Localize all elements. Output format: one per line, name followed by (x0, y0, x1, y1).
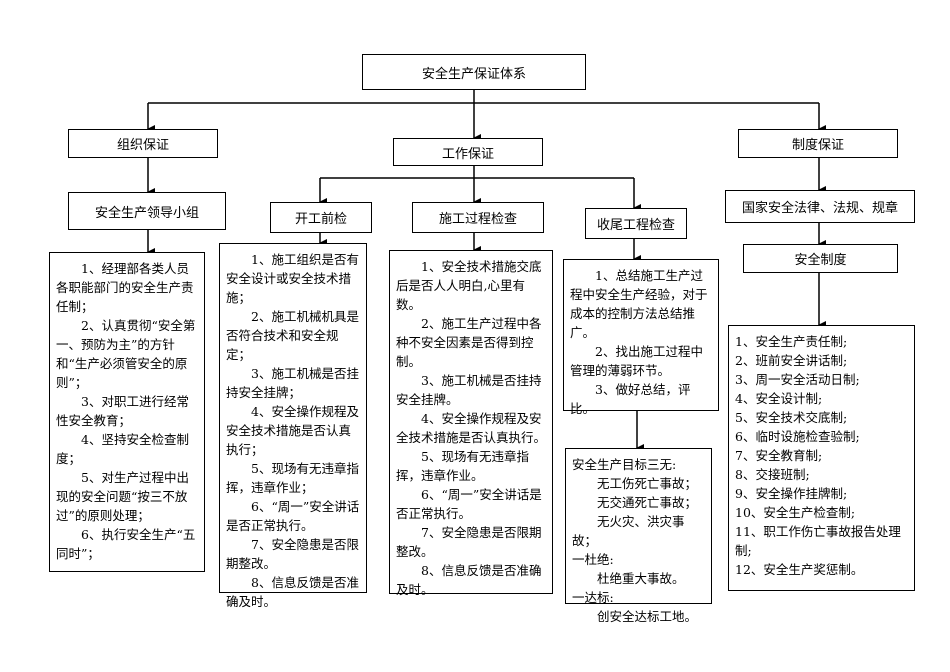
system-items-box: 1、安全生产责任制; 2、班前安全讲话制; 3、周一安全活动日制; 4、安全设计… (728, 325, 915, 591)
org-duty-item: 1、经理部各类人员各职能部门的安全生产责任制； (56, 261, 194, 314)
pre-check-item: 5、现场有无违章指挥，违章作业； (226, 461, 359, 495)
final-check-item: 3、做好总结，评比。 (570, 382, 691, 416)
org-duty-item: 5、对生产过程中出现的安全问题“按三不放过”的原则处理； (56, 470, 189, 523)
pre-check-item: 6、“周一”安全讲话是否正常执行。 (226, 499, 360, 533)
process-check-node: 施工过程检查 (412, 202, 544, 233)
system-item: 6、临时设施检查验制; (735, 429, 860, 444)
goal-item: 无交通死亡事故； (597, 495, 698, 510)
safety-leading-group-label: 安全生产领导小组 (94, 205, 199, 221)
pre-check-label: 开工前检 (294, 212, 347, 227)
goal-label: 一杜绝: (572, 552, 614, 567)
work-guarantee-label: 工作保证 (441, 146, 494, 162)
system-item: 9、安全操作挂牌制; (735, 486, 848, 501)
goal-item: 无火灾、洪灾事故； (572, 514, 685, 548)
system-guarantee-node: 制度保证 (738, 129, 898, 158)
process-check-item: 5、现场有无违章指挥，违章作业。 (396, 449, 529, 483)
work-guarantee-node: 工作保证 (393, 138, 543, 166)
process-check-item: 6、“周一”安全讲话是否正常执行。 (396, 487, 542, 521)
system-item: 12、安全生产奖惩制。 (735, 562, 864, 577)
system-item: 10、安全生产检查制; (735, 505, 856, 520)
final-check-item: 1、总结施工生产过程中安全生产经验，对于成本的控制方法总结推广。 (570, 268, 708, 340)
pre-check-item: 1、施工组织是否有安全设计或安全技术措施； (226, 252, 359, 305)
org-duty-item: 2、认真贯彻“安全第一、预防为主”的方针和“生产必须管安全的原则”； (56, 318, 196, 390)
pre-check-item: 2、施工机械机具是否符合技术和安全规定； (226, 309, 359, 362)
org-duty-item: 3、对职工进行经常性安全教育； (56, 394, 189, 428)
national-law-node: 国家安全法律、法规、规章 (725, 190, 915, 223)
pre-check-item: 4、安全操作规程及安全技术措施是否认真执行； (226, 404, 359, 457)
system-item: 8、交接班制; (735, 467, 810, 482)
safety-system-label: 安全制度 (794, 253, 847, 268)
national-law-label: 国家安全法律、法规、规章 (741, 201, 898, 216)
org-duties-box: 1、经理部各类人员各职能部门的安全生产责任制； 2、认真贯彻“安全第一、预防为主… (49, 252, 205, 572)
safety-goals-box: 安全生产目标三无: 无工伤死亡事故； 无交通死亡事故； 无火灾、洪灾事故； 一杜… (565, 448, 712, 624)
final-check-items-box: 1、总结施工生产过程中安全生产经验，对于成本的控制方法总结推广。 2、找出施工过… (563, 259, 719, 416)
org-guarantee-node: 组织保证 (68, 129, 218, 158)
final-check-item: 2、找出施工过程中管理的薄弱环节。 (570, 344, 703, 378)
org-duty-item: 6、执行安全生产“五同时”； (56, 527, 196, 561)
system-item: 5、安全技术交底制; (735, 410, 848, 425)
system-item: 7、安全教育制; (735, 448, 823, 463)
process-check-items-box: 1、安全技术措施交底后是否人人明白,心里有数。 2、施工生产过程中各种不安全因素… (389, 250, 553, 597)
final-check-label: 收尾工程检查 (596, 218, 675, 233)
process-check-item: 8、信息反馈是否准确及时。 (396, 563, 542, 597)
pre-check-item: 7、安全隐患是否限期整改。 (226, 537, 359, 571)
org-duty-item: 4、坚持安全检查制度； (56, 432, 189, 466)
goal-item: 杜绝重大事故。 (597, 571, 685, 586)
system-item: 3、周一安全活动日制; (735, 372, 860, 387)
process-check-label: 施工过程检查 (438, 212, 517, 227)
goal-item: 创安全达标工地。 (597, 609, 698, 624)
goal-label: 一达标: (572, 590, 614, 605)
pre-check-node: 开工前检 (270, 202, 372, 233)
safety-system-node: 安全制度 (743, 244, 898, 273)
system-item: 1、安全生产责任制; (735, 334, 848, 349)
final-check-node: 收尾工程检查 (585, 208, 687, 239)
process-check-item: 2、施工生产过程中各种不安全因素是否得到控制。 (396, 316, 542, 369)
goals-heading: 安全生产目标三无: (572, 457, 677, 472)
pre-check-item: 8、信息反馈是否准确及时。 (226, 575, 359, 609)
root-node: 安全生产保证体系 (362, 54, 586, 90)
pre-check-item: 3、施工机械是否挂持安全挂牌； (226, 366, 359, 400)
org-guarantee-label: 组织保证 (116, 138, 169, 153)
system-item: 2、班前安全讲话制; (735, 353, 848, 368)
system-guarantee-label: 制度保证 (791, 138, 844, 153)
safety-leading-group-node: 安全生产领导小组 (68, 192, 226, 230)
goal-item: 无工伤死亡事故； (597, 476, 698, 491)
system-item: 11、职工作伤亡事故报告处理制; (735, 524, 901, 558)
system-item: 4、安全设计制; (735, 391, 823, 406)
process-check-item: 7、安全隐患是否限期整改。 (396, 525, 542, 559)
pre-check-items-box: 1、施工组织是否有安全设计或安全技术措施； 2、施工机械机具是否符合技术和安全规… (219, 243, 367, 609)
process-check-item: 1、安全技术措施交底后是否人人明白,心里有数。 (396, 259, 542, 312)
root-title: 安全生产保证体系 (421, 66, 526, 82)
process-check-item: 3、施工机械是否挂持安全挂牌。 (396, 373, 542, 407)
process-check-item: 4、安全操作规程及安全技术措施是否认真执行。 (396, 411, 547, 445)
